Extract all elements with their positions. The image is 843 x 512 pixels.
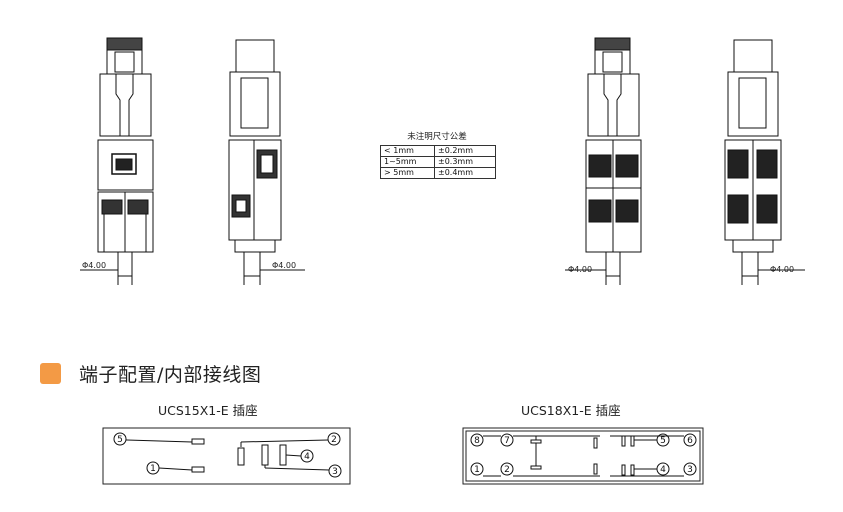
pin-label: 6 — [687, 436, 693, 446]
tolerance-title: 未注明尺寸公差 — [407, 132, 467, 142]
section-heading: 端子配置/内部接线图 — [40, 360, 261, 387]
tolerance-table: < 1mm ±0.2mm 1~5mm ±0.3mm > 5mm ±0.4mm — [380, 145, 496, 179]
pin-6 — [683, 433, 697, 447]
pin-1 — [470, 462, 484, 476]
pin-3 — [328, 464, 342, 478]
section-title: 端子配置/内部接线图 — [79, 364, 262, 386]
pin-label: 4 — [660, 465, 666, 475]
pin-label: 7 — [504, 436, 510, 446]
wiring-diagram-left: 5 1 2 4 3 — [102, 427, 351, 485]
pin-label: 3 — [687, 465, 693, 475]
dimension-label-3: Φ4.00 — [568, 265, 593, 274]
pin-label: 2 — [331, 435, 337, 445]
pin-2 — [500, 462, 514, 476]
section-marker-icon — [40, 363, 61, 384]
pin-7 — [500, 433, 514, 447]
pin-8 — [470, 433, 484, 447]
wiring-left-title: UCS15X1-E 插座 — [158, 403, 258, 418]
pin-label: 2 — [504, 465, 510, 475]
pin-3 — [683, 462, 697, 476]
pin-label: 5 — [660, 436, 666, 446]
wiring-right-title: UCS18X1-E 插座 — [521, 403, 621, 418]
wiring-diagram-right: 8 7 5 6 1 2 4 3 — [462, 427, 704, 485]
pin-label: 3 — [332, 467, 338, 477]
table-row: 1~5mm ±0.3mm — [380, 156, 496, 168]
dimension-label-2: Φ4.00 — [272, 261, 297, 270]
pin-5 — [113, 432, 127, 446]
pin-2 — [327, 432, 341, 446]
drawing-front-1 — [80, 37, 154, 285]
drawing-side-2 — [724, 39, 805, 285]
pin-label: 1 — [150, 464, 156, 474]
tolerance-value: ±0.4mm — [434, 167, 496, 179]
pin-label: 5 — [117, 435, 123, 445]
drawing-front-2 — [565, 37, 642, 285]
pin-label: 4 — [304, 452, 310, 462]
table-row: < 1mm ±0.2mm — [380, 145, 496, 157]
pin-label: 1 — [474, 465, 480, 475]
pin-label: 8 — [474, 436, 480, 446]
dimension-label-4: Φ4.00 — [770, 265, 795, 274]
dimension-label-1: Φ4.00 — [82, 261, 107, 270]
table-row: > 5mm ±0.4mm — [380, 167, 496, 179]
tolerance-range: > 5mm — [380, 167, 435, 179]
drawing-side-1 — [228, 39, 305, 285]
